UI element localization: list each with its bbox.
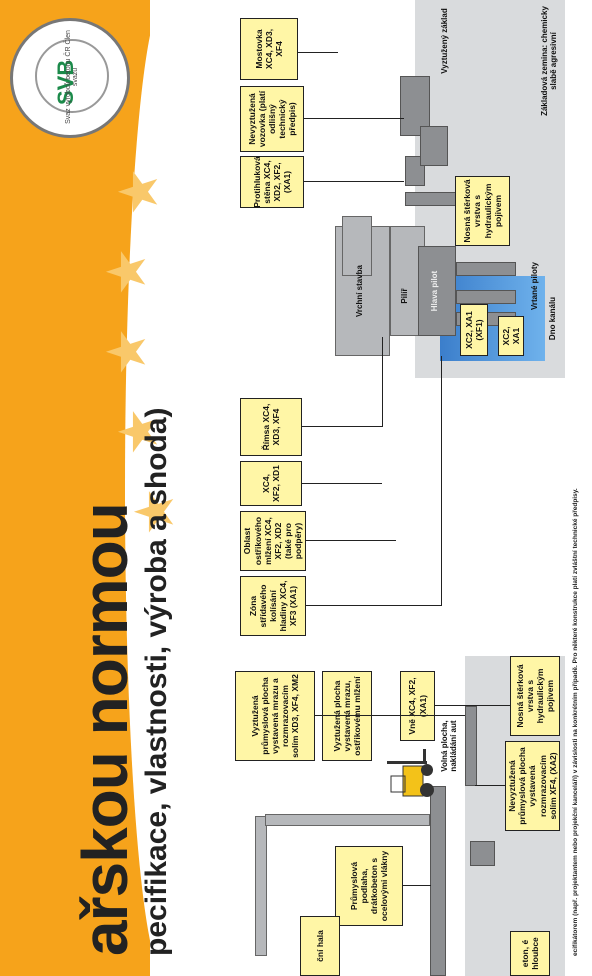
label-nevyztuzena-prumyslova-plocha: Nevyztužená průmyslová plocha vystavená … <box>505 741 560 831</box>
label-nosna-sterkova-vrstva-bridge: Nosná štěrková vrstva s hydraulickým poj… <box>455 176 510 246</box>
logo-ring-text: Svaz výrobců betonu ČR Člen svazu <box>65 30 79 124</box>
outdoor-slab <box>465 706 477 786</box>
label-vyztuzena-prumyslova-plocha: Vyztužená průmyslová plocha vystavená mr… <box>235 671 315 761</box>
connector-line <box>475 785 505 786</box>
label-vozovka: Nevyztužená vozovka (platí odlišný techn… <box>240 86 304 152</box>
connector-line <box>302 483 382 484</box>
label-vne: Vně XC4, XF2, (XA1) <box>400 671 435 741</box>
label-xc2-xa1: XC2, XA1 <box>498 316 524 356</box>
label-oblast-ostrikoveho-mlzeni: Oblast ostřikového mlžení XC4, XF2, XD2 … <box>240 511 306 571</box>
connector-line <box>435 705 510 706</box>
pile <box>456 262 516 276</box>
label-volna-plocha: Volná plocha, nakládání aut <box>440 720 458 772</box>
hall-floor-slab <box>430 786 446 976</box>
label-xc4-xf2-xd1: XC4, XF2, XD1 <box>240 461 302 506</box>
connector-line <box>306 605 441 606</box>
label-hlava-pilot: Hlava pilot <box>430 270 439 312</box>
label-prumyslova-podlaha: Průmyslová podlaha, drátkobeton s ocelov… <box>335 846 403 926</box>
connector-line <box>302 426 382 427</box>
star-icon: ★ <box>97 327 157 376</box>
label-vrtane-piloty: Vrtané piloty <box>530 262 539 311</box>
connector-line <box>306 540 396 541</box>
label-rimsa: Římsa XC4, XD3, XF4 <box>240 398 302 456</box>
connector-line <box>298 52 338 53</box>
connector-line <box>315 715 465 716</box>
foundation-footing <box>470 841 495 866</box>
label-vrchni-stavba: Vrchní stavba <box>355 264 364 318</box>
label-dno-kanalu: Dno kanálu <box>548 296 557 341</box>
star-icon: ★ <box>109 167 169 216</box>
page-subtitle: pecifikace, vlastnosti, výroba a shoda) <box>140 407 173 956</box>
label-vyztuzeny-zaklad: Vyztužený základ <box>440 8 449 74</box>
label-beton-cropped: eton, é hloubce <box>510 931 550 976</box>
label-mostovka: Mostovka XC4, XD3, XF4 <box>240 18 298 80</box>
connector-line <box>304 118 404 119</box>
reinforced-foundation <box>420 126 448 166</box>
label-protihlukova-stena: Protihluková stěna XC4, XD2, XF2, (XA1) <box>240 156 304 208</box>
label-hala-cropped: ční hala <box>300 916 340 976</box>
hall-roof <box>255 816 267 956</box>
forklift-icon <box>387 749 434 797</box>
label-zona-kolisani-hladiny: Zóna střídavého kolísání hladiny XC4, XF… <box>240 576 306 636</box>
page-title: ařskou normou <box>69 503 141 956</box>
connector-line <box>403 885 431 886</box>
label-xc2-xa1-xf1: XC2, XA1 (XF1) <box>460 304 488 356</box>
label-vyztuzena-plocha: Vyztužená plocha vystavená mrazu, ostřik… <box>322 671 372 761</box>
connector-line <box>304 181 404 182</box>
label-zakladova-zemina: Základová zemina: chemicky slabě agresiv… <box>540 6 558 116</box>
svb-logo: SVB Svaz výrobců betonu ČR Člen svazu <box>10 18 130 138</box>
star-icon: ★ <box>97 247 157 296</box>
connector-line <box>441 356 442 606</box>
footnote: ecifikátorem (např. projektantem nebo pr… <box>572 488 579 956</box>
label-pilir: Pilíř <box>400 288 409 304</box>
pile <box>456 290 516 304</box>
hall-wall <box>265 814 430 826</box>
connector-line <box>382 337 383 427</box>
label-nosna-sterkova-vrstva-building: Nosná štěrková vrstva s hydraulickým poj… <box>510 656 560 736</box>
